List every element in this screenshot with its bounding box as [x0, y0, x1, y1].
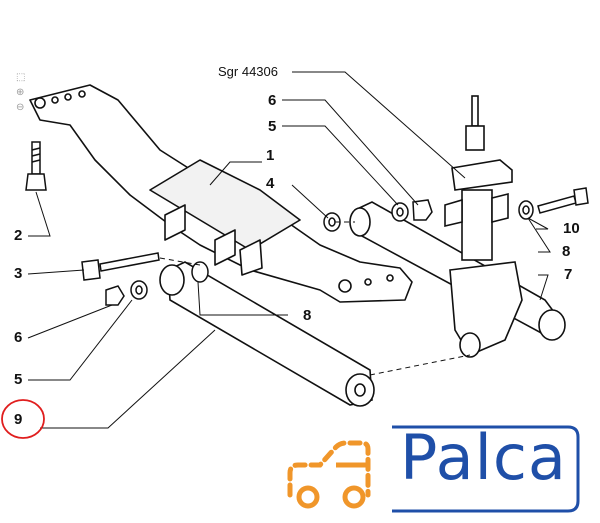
subframe-crossmember: [29, 84, 413, 303]
zoom-out-icon[interactable]: ⊖: [16, 102, 25, 113]
side-toolbar: ⬚ ⊕ ⊖: [16, 72, 30, 117]
bushing-8-left: [191, 261, 209, 283]
label-9: 9: [14, 411, 23, 428]
label-7: 7: [564, 266, 573, 283]
leader-lines: [27, 71, 551, 429]
assembly-lines: [159, 221, 471, 376]
label-3: 3: [14, 265, 23, 282]
label-6-left: 6: [14, 329, 23, 346]
washer-5-left: [130, 280, 148, 300]
label-1: 1: [266, 147, 275, 164]
washer-8-right: [518, 200, 534, 220]
brand-frame: [392, 425, 580, 513]
label-8-right: 8: [562, 243, 571, 260]
label-5-left: 5: [14, 371, 23, 388]
control-arm-9: [159, 261, 375, 407]
brand-logo: Palca: [282, 425, 582, 513]
reference-code: Sgr 44306: [218, 64, 278, 79]
nut-6-left: [105, 285, 125, 306]
brand-name: Palca: [400, 421, 567, 494]
bolt-2: [25, 141, 47, 191]
bolt-3: [81, 252, 160, 281]
zoom-in-icon[interactable]: ⊕: [16, 87, 25, 98]
label-5-right: 5: [268, 118, 277, 135]
strut-assembly: [444, 95, 523, 358]
label-6-right: 6: [268, 92, 277, 109]
select-icon[interactable]: ⬚: [16, 72, 26, 83]
car-icon: [287, 440, 371, 509]
washer-5-right: [391, 202, 409, 222]
bolt-10: [537, 187, 589, 214]
label-4: 4: [266, 175, 275, 192]
label-2: 2: [14, 227, 23, 244]
label-8-left: 8: [303, 307, 312, 324]
label-10: 10: [563, 220, 580, 237]
highlight-circle: [1, 399, 45, 439]
